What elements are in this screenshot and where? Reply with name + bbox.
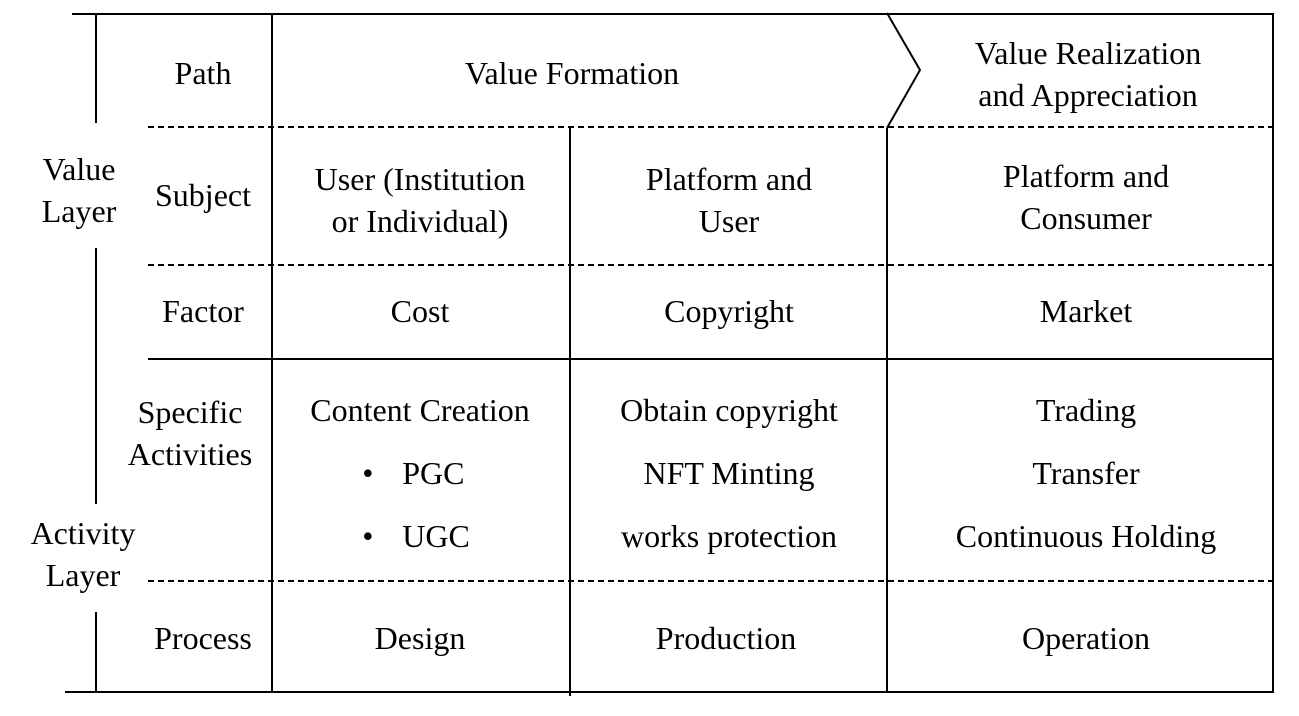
factor-market: Market [1039,293,1133,329]
content-creation: Content Creation [310,392,530,428]
value-layer-label: Value Layer [41,151,117,229]
value-realization-label: Value Realization and Appreciation [974,35,1202,113]
dashed-line-2 [148,264,1274,266]
column-divider-c [886,128,888,693]
axis-line-3 [95,612,97,693]
factor-copyright: Copyright [664,293,794,329]
activity-layer-label: Activity Layer [30,515,136,593]
row-label-factor: Factor [162,293,244,329]
activities-col3: Trading Transfer Continuous Holding [955,392,1217,554]
layer-divider [148,358,1274,360]
dashed-line-3 [148,580,1274,582]
axis-line-2 [95,248,97,504]
activities-col1: Content Creation •PGC •UGC [310,391,530,580]
dashed-line-1 [148,126,1274,128]
subject-col2: Platform and User [645,161,813,239]
process-design: Design [374,620,466,656]
subject-col3: Platform and Consumer [1002,158,1170,236]
row-label-subject: Subject [155,177,251,213]
process-operation: Operation [1022,620,1150,656]
activity-item-ugc: •UGC [362,518,470,554]
process-production: Production [655,620,797,656]
row-label-activities: Specific Activities [127,394,253,472]
column-divider-a [271,13,273,693]
row-label-process: Process [154,620,252,656]
activities-col2: Obtain copyright NFT Minting works prote… [620,392,838,554]
right-border [1272,13,1274,691]
axis-line-1 [95,13,97,123]
value-formation-label: Value Formation [464,55,680,91]
factor-cost: Cost [390,293,450,329]
top-border [72,13,887,15]
bottom-border [65,691,1274,693]
activity-item-pgc: •PGC [362,455,465,491]
subject-col1: User (Institution or Individual) [314,161,526,239]
row-label-path: Path [174,55,232,91]
column-divider-b [569,128,571,696]
top-border-right [887,13,1274,15]
